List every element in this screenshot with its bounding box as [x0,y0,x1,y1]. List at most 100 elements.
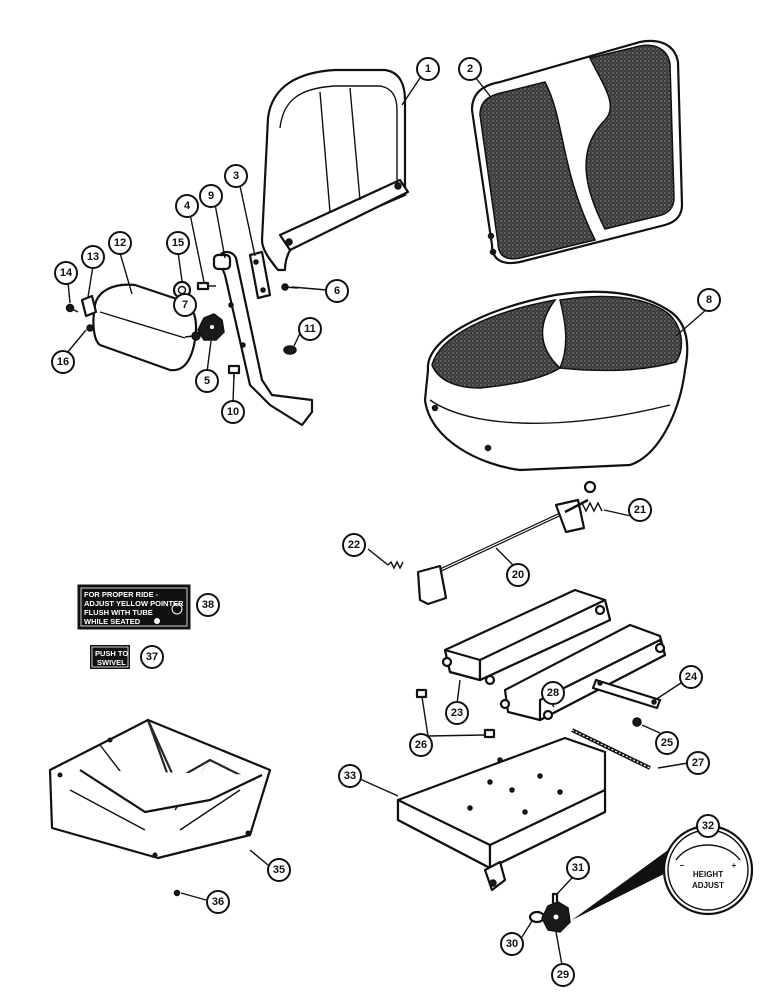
callout-37: 37 [140,645,164,669]
height-adjust-dial-32: − + HEIGHT ADJUST [572,824,754,920]
callout-20-label: 20 [512,569,524,581]
callout-4-label: 4 [184,200,191,212]
callout-7-label: 7 [182,299,188,311]
callout-16-label: 16 [57,356,69,368]
callout-28: 28 [541,681,565,705]
callout-16: 16 [51,350,75,374]
adjust-knob-29 [541,901,571,933]
decal-37-line1: PUSH TO [95,649,128,658]
screw-36 [173,889,181,897]
callout-14-label: 14 [60,267,73,279]
decal-38-line4: WHILE SEATED [84,617,141,626]
callout-1-label: 1 [425,63,431,75]
callout-10-label: 10 [227,406,239,418]
callout-13-label: 13 [87,251,99,263]
decal-38-line1: FOR PROPER RIDE - [84,590,159,599]
callout-23: 23 [445,701,469,725]
threaded-rod-27 [571,728,651,770]
callout-22: 22 [342,533,366,557]
callout-12: 12 [108,231,132,255]
callout-36-label: 36 [212,896,224,908]
seat-back-shell [260,68,410,272]
bolt-26 [415,688,496,739]
callout-38: 38 [196,593,220,617]
callout-2: 2 [458,57,482,81]
callout-33: 33 [338,764,362,788]
callout-29: 29 [551,963,575,987]
callout-30-label: 30 [506,938,518,950]
link-bar-24 [591,678,662,710]
callout-32-label: 32 [702,820,714,832]
callout-11-label: 11 [304,323,316,335]
spring-21 [577,501,603,513]
seat-cushion [423,290,689,472]
dial-plus: + [732,861,737,870]
callout-6-label: 6 [334,285,340,297]
callout-25: 25 [655,731,679,755]
callout-24: 24 [679,665,703,689]
plate-13 [80,294,98,318]
callout-32: 32 [696,814,720,838]
callout-27: 27 [686,751,710,775]
rod-assembly-20 [416,480,597,606]
callout-26-label: 26 [415,739,427,751]
leader-lines [66,77,708,966]
dial-minus: − [680,861,685,870]
callout-4: 4 [175,194,199,218]
callout-25-label: 25 [661,737,673,749]
spring-22 [387,560,404,570]
dial-label-line2: ADJUST [692,881,724,890]
callout-23-label: 23 [451,707,463,719]
callout-33-label: 33 [344,770,356,782]
callout-12-label: 12 [114,237,126,249]
callout-8: 8 [697,288,721,312]
base-plate-33 [396,736,607,892]
callout-1: 1 [416,57,440,81]
callout-2-label: 2 [467,63,473,75]
screw-14 [65,303,79,313]
callout-27-label: 27 [692,757,704,769]
decal-38-line3: FLUSH WITH TUBE [84,608,153,617]
callout-29-label: 29 [557,969,569,981]
decal-37: PUSH TO SWIVEL [90,645,130,669]
callout-9: 9 [199,184,223,208]
callout-38-label: 38 [202,599,214,611]
callout-3: 3 [224,164,248,188]
callout-13: 13 [81,245,105,269]
callout-31-label: 31 [572,862,584,874]
callout-8-label: 8 [706,294,712,306]
callout-31: 31 [566,856,590,880]
strap-3 [248,250,272,300]
back-cushion [470,39,684,265]
callout-21-label: 21 [634,504,646,516]
callout-35-label: 35 [273,864,285,876]
knob-5 [197,313,225,341]
callout-22-label: 22 [348,539,360,551]
nut-7 [191,331,201,341]
boot-35 [48,718,272,860]
callout-6: 6 [325,279,349,303]
callout-35: 35 [267,858,291,882]
washer-11 [283,345,297,355]
screw-16 [86,324,94,332]
arm-bracket-9 [212,250,314,427]
callout-3-label: 3 [233,170,239,182]
callout-10: 10 [221,400,245,424]
callout-24-label: 24 [685,671,698,683]
callout-14: 14 [54,261,78,285]
callout-9-label: 9 [208,190,214,202]
dial-label-line1: HEIGHT [693,870,723,879]
callout-7: 7 [173,293,197,317]
callout-26: 26 [409,733,433,757]
callout-15-label: 15 [172,237,184,249]
callout-21: 21 [628,498,652,522]
callout-5-label: 5 [204,375,210,387]
callout-11: 11 [298,317,322,341]
decal-38: FOR PROPER RIDE - ADJUST YELLOW POINTER … [77,584,191,630]
callout-36: 36 [206,890,230,914]
callout-30: 30 [500,932,524,956]
callout-20: 20 [506,563,530,587]
bolt-4 [196,281,216,291]
callout-28-label: 28 [547,687,559,699]
